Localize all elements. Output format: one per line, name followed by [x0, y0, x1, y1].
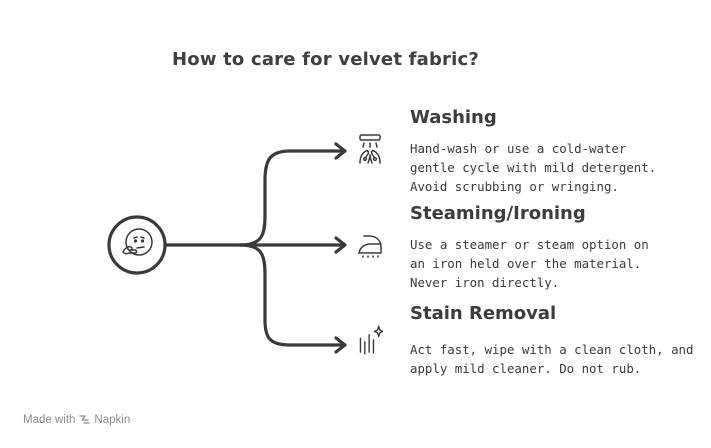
- napkin-logo-icon: [79, 415, 91, 424]
- desc-line: Avoid scrubbing or wringing.: [410, 179, 619, 194]
- made-with-label: Made with: [23, 413, 76, 426]
- branch-title-steaming: Steaming/Ironing: [410, 203, 586, 224]
- thinking-face-icon: [122, 228, 153, 256]
- connector-lines: [163, 142, 347, 354]
- page-title: How to care for velvet fabric?: [172, 49, 480, 70]
- desc-line: gentle cycle with mild detergent.: [410, 160, 657, 175]
- desc-line: Act fast, wipe with a clean cloth, and: [410, 342, 694, 357]
- branch-desc-washing: Hand-wash or use a cold-water gentle cyc…: [410, 139, 705, 196]
- hand-wash-icon: [359, 134, 381, 164]
- sparkle-clean-icon: [359, 325, 383, 355]
- desc-line: Use a steamer or steam option on: [410, 237, 649, 252]
- branch-desc-stain-removal: Act fast, wipe with a clean cloth, and a…: [410, 340, 705, 378]
- branch-desc-steaming: Use a steamer or steam option on an iron…: [410, 235, 705, 292]
- napkin-brand-label: Napkin: [94, 413, 131, 426]
- desc-line: apply mild cleaner. Do not rub.: [410, 361, 642, 376]
- center-node: [107, 215, 167, 275]
- branch-title-stain-removal: Stain Removal: [410, 303, 557, 324]
- branch-title-washing: Washing: [410, 107, 497, 128]
- made-with-napkin[interactable]: Made with Napkin: [23, 413, 130, 426]
- desc-line: an iron held over the material.: [410, 256, 642, 271]
- desc-line: Hand-wash or use a cold-water: [410, 141, 627, 156]
- steam-iron-icon: [358, 235, 382, 258]
- desc-line: Never iron directly.: [410, 275, 560, 290]
